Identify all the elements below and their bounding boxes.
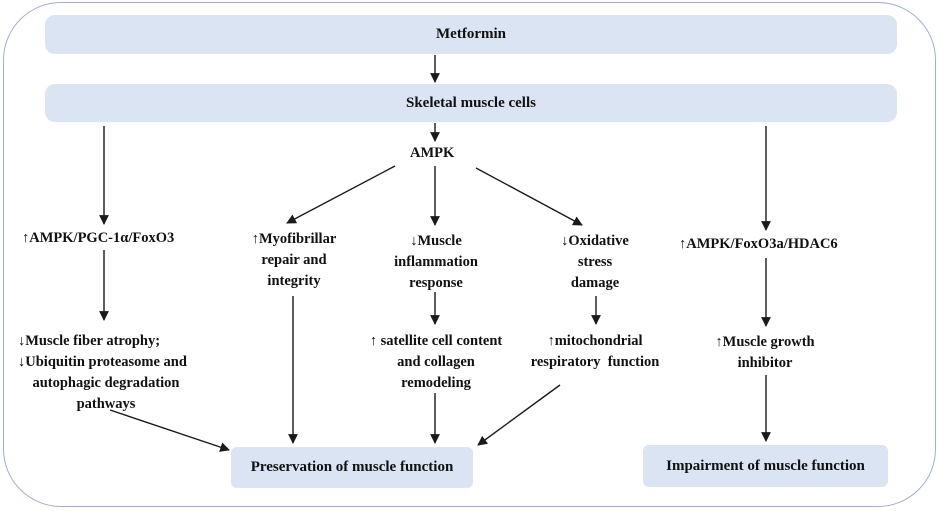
metformin-bar: Metformin	[45, 15, 897, 54]
left-effect-node: ↓Muscle fiber atrophy; ↓Ubiquitin protea…	[18, 331, 194, 415]
mitochondrial-line-2: respiratory function	[530, 354, 660, 370]
oxidative-line-1: ↓Oxidative	[561, 233, 629, 249]
myofibrillar-line-3: integrity	[267, 273, 321, 289]
diagram-frame	[3, 2, 936, 507]
satellite-node: ↑ satellite cell content and collagen re…	[356, 331, 516, 394]
oxidative-node: ↓Oxidative stress damage	[545, 231, 645, 294]
right-signal-node: ↑AMPK/FoxO3a/HDAC6	[679, 236, 838, 252]
left-signal-node: ↑AMPK/PGC-1α/FoxO3	[22, 230, 175, 246]
arrow-mitochondrial-to-preservation	[477, 384, 561, 446]
left-effect-line-4: pathways	[76, 396, 136, 412]
ampk-node: AMPK	[410, 145, 455, 161]
satellite-line-1: ↑ satellite cell content	[369, 333, 503, 349]
inflammation-line-3: response	[409, 275, 463, 291]
satellite-line-3: remodeling	[401, 375, 471, 391]
inflammation-line-1: ↓Muscle	[410, 233, 462, 249]
right-effect-node: ↑Muscle growth inhibitor	[700, 332, 830, 374]
myofibrillar-line-2: repair and	[261, 252, 327, 268]
oxidative-line-2: stress	[577, 254, 613, 270]
left-effect-line-2: ↓Ubiquitin proteasome and	[18, 354, 187, 370]
left-effect-line-1: ↓Muscle fiber atrophy;	[18, 333, 161, 349]
preservation-box: Preservation of muscle function	[231, 447, 473, 488]
arrow-ampk-to-myofibrillar	[286, 165, 396, 224]
oxidative-line-3: damage	[570, 275, 620, 291]
arrow-left-effect-to-preservation	[109, 409, 230, 452]
metformin-label: Metformin	[436, 26, 506, 42]
inflammation-node: ↓Muscle inflammation response	[386, 231, 486, 294]
skeletal-muscle-cells-bar: Skeletal muscle cells	[45, 84, 897, 122]
satellite-line-2: and collagen	[397, 354, 475, 370]
impairment-box: Impairment of muscle function	[643, 445, 888, 487]
inflammation-line-2: inflammation	[394, 254, 478, 270]
mitochondrial-line-1: ↑mitochondrial	[547, 333, 643, 349]
skeletal-muscle-cells-label: Skeletal muscle cells	[406, 94, 536, 111]
myofibrillar-line-1: ↑Myofibrillar	[251, 231, 337, 247]
mitochondrial-node: ↑mitochondrial respiratory function	[522, 331, 668, 373]
right-effect-line-2: inhibitor	[737, 355, 793, 371]
arrow-ampk-to-oxidative	[475, 167, 583, 226]
preservation-label: Preservation of muscle function	[250, 459, 454, 475]
left-effect-line-3: autophagic degradation	[32, 375, 180, 391]
myofibrillar-node: ↑Myofibrillar repair and integrity	[244, 229, 344, 292]
impairment-label: Impairment of muscle function	[666, 457, 865, 474]
right-effect-line-1: ↑Muscle growth	[715, 334, 815, 350]
